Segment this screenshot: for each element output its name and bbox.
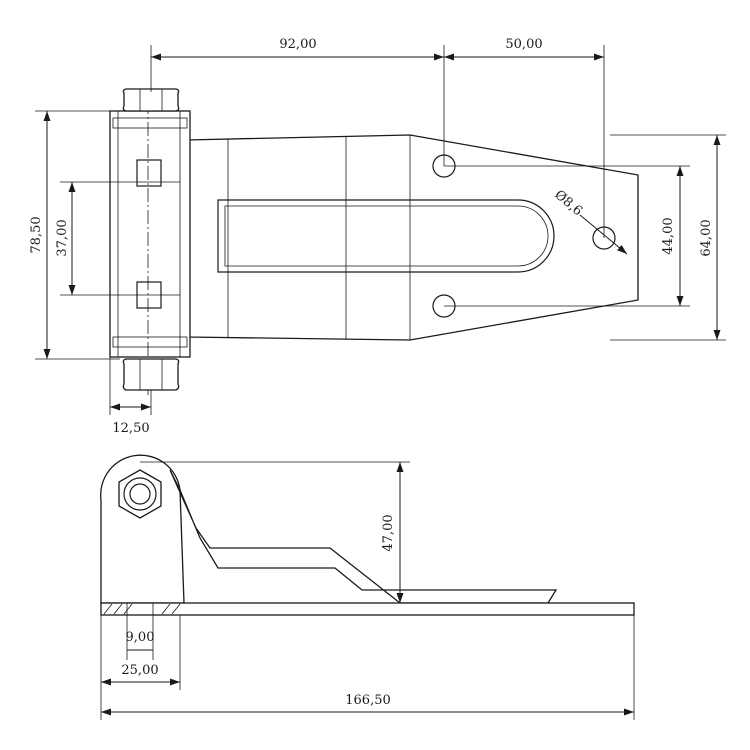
- slot: [217, 199, 555, 273]
- base-hatch: [103, 603, 181, 615]
- dim-64: 64,00: [699, 219, 714, 256]
- dim-12-5: 12,50: [112, 421, 149, 436]
- dim-78-5: 78,50: [29, 216, 44, 253]
- dim-44: 44,00: [661, 217, 676, 254]
- bolt-nut-bottom: [122, 358, 180, 391]
- square-nut-top: [136, 159, 162, 187]
- side-view: [100, 454, 635, 616]
- dim-50: 50,00: [505, 37, 542, 52]
- bolt-head-top: [122, 88, 180, 112]
- dim-25: 25,00: [121, 663, 158, 678]
- dimension-lines: [35, 45, 726, 720]
- dim-37: 37,00: [55, 219, 70, 256]
- dim-166-5: 166,50: [345, 693, 391, 708]
- base-plate: [100, 602, 635, 616]
- bent-leaf: [169, 469, 558, 604]
- dim-92: 92,00: [279, 37, 316, 52]
- top-view: [109, 88, 639, 395]
- dimension-labels: 92,00 50,00 78,50 37,00 44,00 64,00 12,5…: [29, 37, 714, 708]
- dim-9: 9,00: [126, 630, 155, 645]
- pin-housing: [109, 110, 191, 358]
- knuckle-nut: [118, 469, 162, 519]
- dim-47: 47,00: [381, 514, 396, 551]
